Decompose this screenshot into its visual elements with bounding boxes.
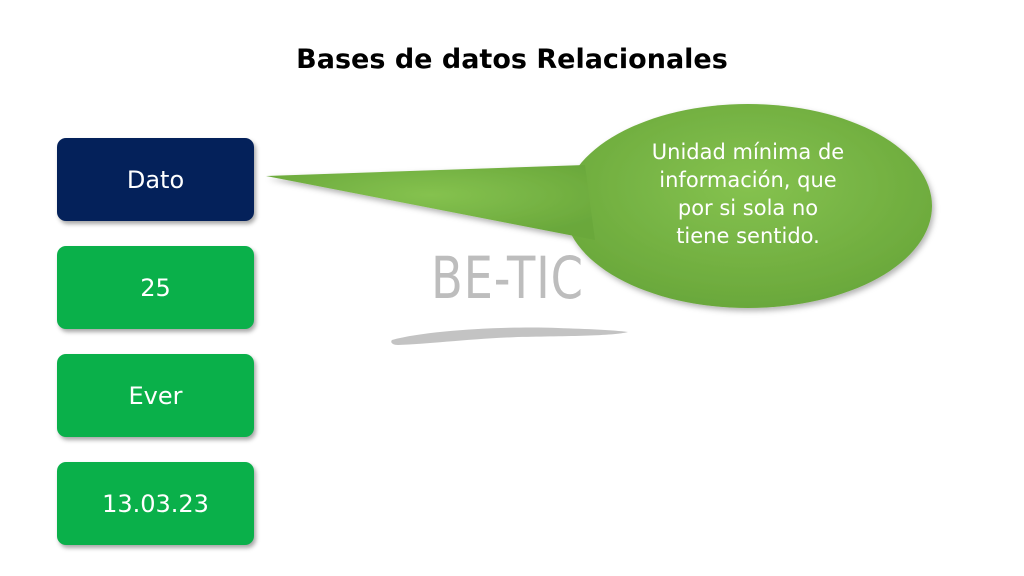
watermark-brush-stroke xyxy=(391,327,628,345)
box-value-date: 13.03.23 xyxy=(57,462,254,545)
watermark-logo-text: BE-TIC xyxy=(431,244,584,312)
box-dato: Dato xyxy=(57,138,254,221)
slide-title: Bases de datos Relacionales xyxy=(296,44,728,75)
be-tic-logo: BE-TIC xyxy=(388,244,638,354)
callout-text: Unidad mínima de información, que por si… xyxy=(651,140,845,248)
box-value-ever: Ever xyxy=(57,354,254,437)
box-value-25: 25 xyxy=(57,246,254,329)
callout-shape xyxy=(266,104,932,308)
